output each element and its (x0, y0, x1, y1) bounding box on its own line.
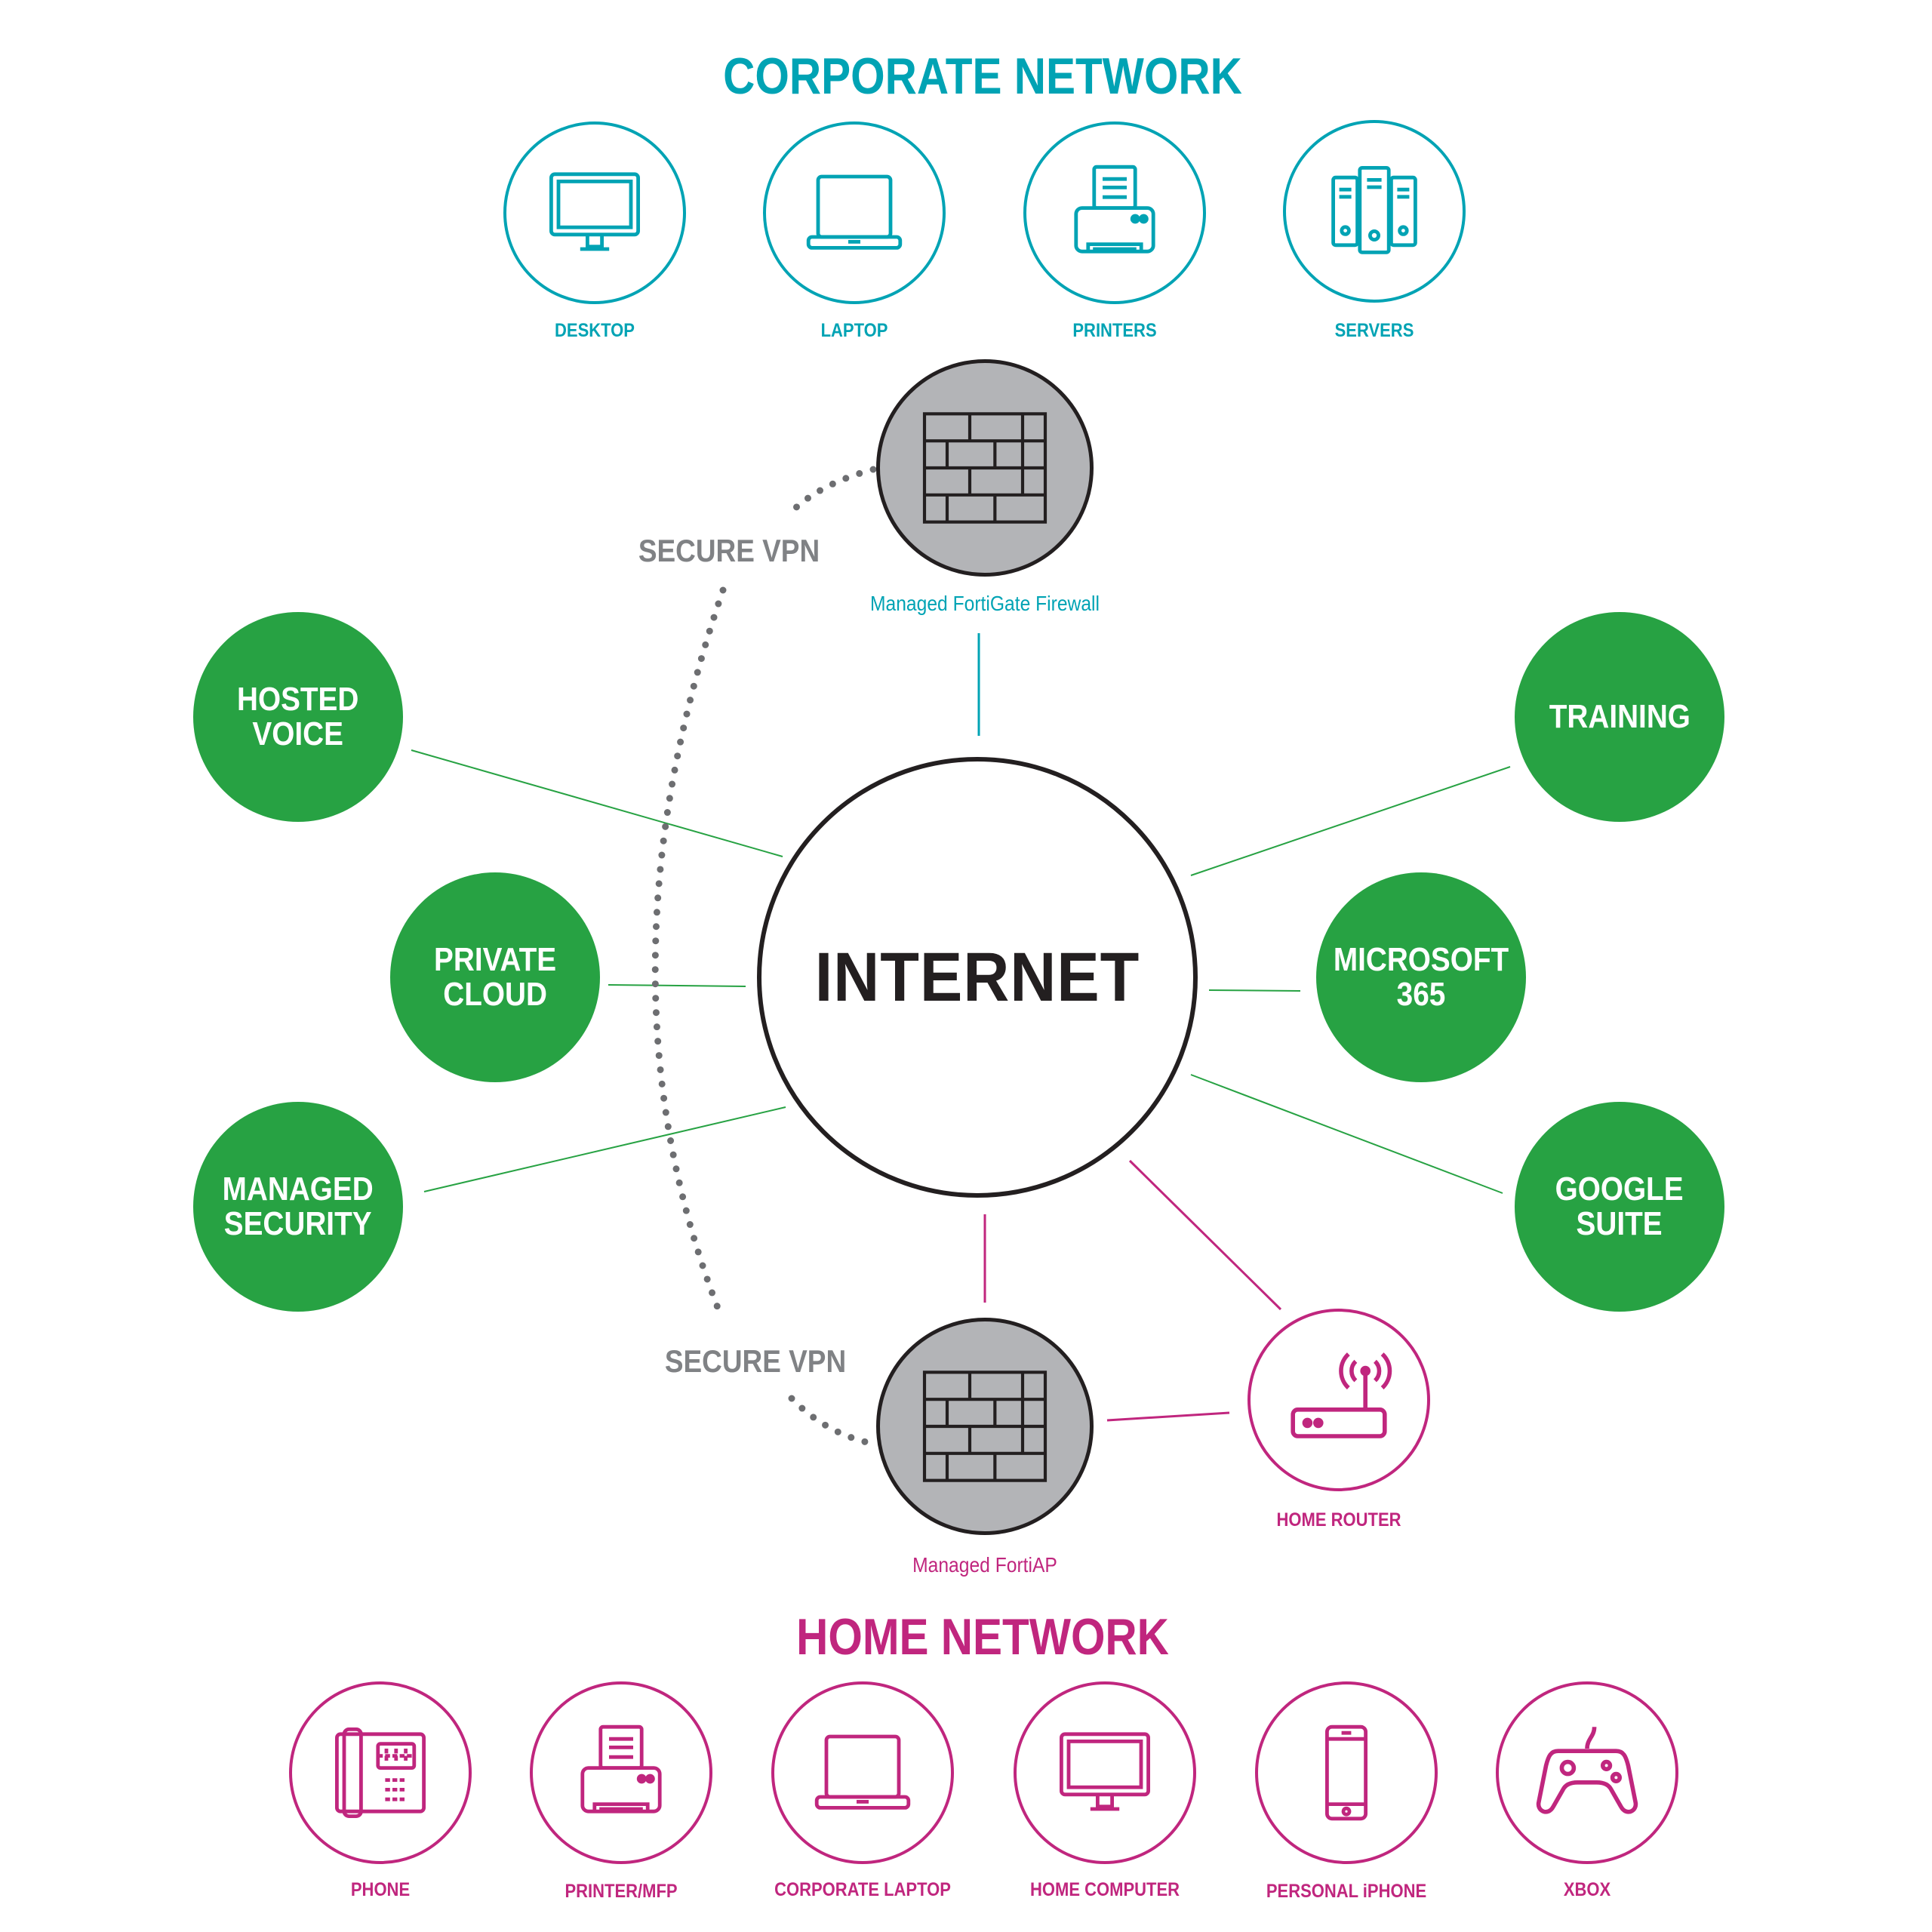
line-training (1190, 766, 1511, 876)
servers-icon (1331, 165, 1417, 254)
corporate-laptop-node[interactable] (763, 122, 946, 304)
internet-node[interactable]: INTERNET (757, 757, 1198, 1198)
home-router-node[interactable] (1247, 1309, 1430, 1491)
training-label: TRAINING (1549, 698, 1690, 735)
desktop-icon (1060, 1732, 1150, 1811)
corporate-laptop-label: LAPTOP (820, 320, 888, 341)
smartphone-icon (1325, 1724, 1367, 1821)
corporate-desktop-node[interactable] (503, 122, 686, 304)
service-managed-security[interactable]: MANAGED SECURITY (193, 1102, 403, 1312)
line-microsoft (1208, 989, 1301, 992)
fortigate-firewall-node[interactable] (876, 359, 1094, 577)
line-google (1190, 1074, 1503, 1194)
home-corporate-laptop-label: CORPORATE LAPTOP (774, 1879, 951, 1900)
desk-phone-icon (335, 1727, 426, 1818)
gamepad-icon (1536, 1726, 1638, 1814)
service-hosted-voice[interactable]: HOSTED VOICE (193, 612, 403, 822)
service-training[interactable]: TRAINING (1515, 612, 1724, 822)
corporate-servers-node[interactable] (1283, 120, 1466, 303)
secure-vpn-label-bottom: SECURE VPN (664, 1343, 847, 1379)
home-printer-node[interactable] (530, 1681, 712, 1864)
corporate-servers-label: SERVERS (1334, 320, 1414, 341)
home-phone-label: PHONE (350, 1879, 411, 1900)
secure-vpn-label-top: SECURE VPN (638, 533, 820, 568)
firewall-icon (922, 412, 1048, 524)
hosted-voice-label: HOSTED VOICE (237, 681, 359, 752)
home-phone-node[interactable] (289, 1681, 472, 1864)
home-computer-label: HOME COMPUTER (1030, 1879, 1180, 1900)
corporate-printers-label: PRINTERS (1072, 320, 1157, 341)
service-microsoft-365[interactable]: MICROSOFT 365 (1316, 872, 1526, 1082)
google-suite-label: GOOGLE SUITE (1555, 1171, 1684, 1242)
line-private-cloud (608, 984, 746, 987)
private-cloud-label: PRIVATE CLOUD (433, 941, 557, 1013)
fortiap-node[interactable] (876, 1318, 1094, 1535)
fortiap-label: Managed FortiAP (912, 1553, 1057, 1577)
vpn-path-bottom (788, 1395, 877, 1447)
router-icon (1291, 1352, 1392, 1438)
desktop-icon (549, 172, 640, 251)
service-private-cloud[interactable]: PRIVATE CLOUD (390, 872, 600, 1082)
line-router-fortiap (1106, 1411, 1230, 1422)
home-router-label: HOME ROUTER (1276, 1509, 1401, 1531)
corporate-network-title: CORPORATE NETWORK (723, 48, 1242, 105)
home-iphone-label: PERSONAL iPHONE (1266, 1881, 1427, 1902)
home-xbox-node[interactable] (1496, 1681, 1678, 1864)
microsoft-365-label: MICROSOFT 365 (1333, 941, 1509, 1013)
home-computer-node[interactable] (1014, 1681, 1196, 1864)
line-home-router (1128, 1159, 1282, 1311)
laptop-icon (814, 1734, 911, 1810)
line-managed-security (423, 1106, 786, 1192)
firewall-icon (922, 1371, 1048, 1482)
printer-icon (580, 1724, 662, 1814)
line-hosted-voice (411, 749, 783, 857)
corporate-printers-node[interactable] (1023, 122, 1206, 304)
home-iphone-node[interactable] (1255, 1681, 1438, 1864)
printer-icon (1074, 165, 1155, 254)
laptop-icon (806, 174, 903, 250)
internet-label: INTERNET (814, 938, 1140, 1016)
service-google-suite[interactable]: GOOGLE SUITE (1515, 1102, 1724, 1312)
vpn-path-main (651, 586, 727, 1319)
home-corporate-laptop-node[interactable] (771, 1681, 954, 1864)
corporate-desktop-label: DESKTOP (555, 320, 635, 341)
home-network-title: HOME NETWORK (796, 1608, 1169, 1666)
home-printer-label: PRINTER/MFP (565, 1881, 678, 1902)
managed-security-label: MANAGED SECURITY (222, 1171, 374, 1242)
vpn-path-top (790, 466, 877, 513)
home-xbox-label: XBOX (1563, 1879, 1611, 1900)
fortigate-firewall-label: Managed FortiGate Firewall (869, 592, 1100, 615)
